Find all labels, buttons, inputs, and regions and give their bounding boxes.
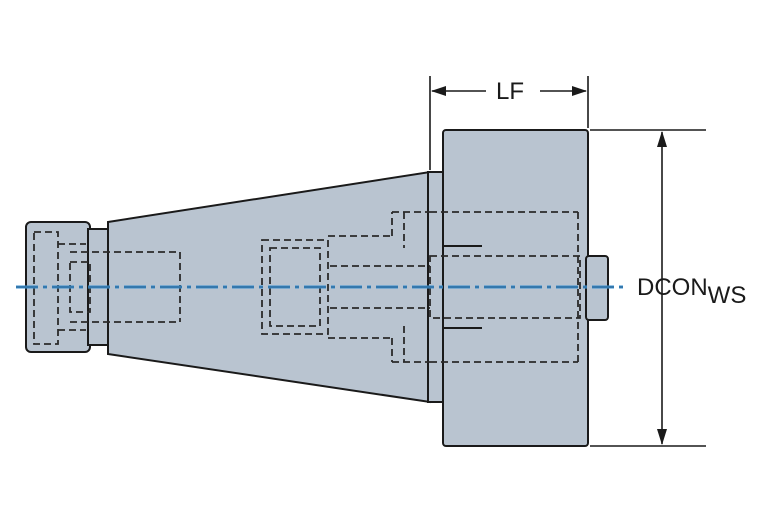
lf-label: LF xyxy=(496,78,525,105)
dcon-label-main: DCON xyxy=(637,274,708,301)
lf-dimension xyxy=(429,76,589,170)
lf-arrow-left xyxy=(431,86,446,96)
lf-arrow-right xyxy=(572,86,587,96)
dcon-label: DCONWS xyxy=(637,276,746,308)
dcon-arrow-top xyxy=(657,131,667,147)
keyway-marks xyxy=(444,245,482,329)
dcon-dimension xyxy=(590,129,706,447)
dcon-label-sub: WS xyxy=(707,282,747,309)
dcon-arrow-bottom xyxy=(657,429,667,445)
